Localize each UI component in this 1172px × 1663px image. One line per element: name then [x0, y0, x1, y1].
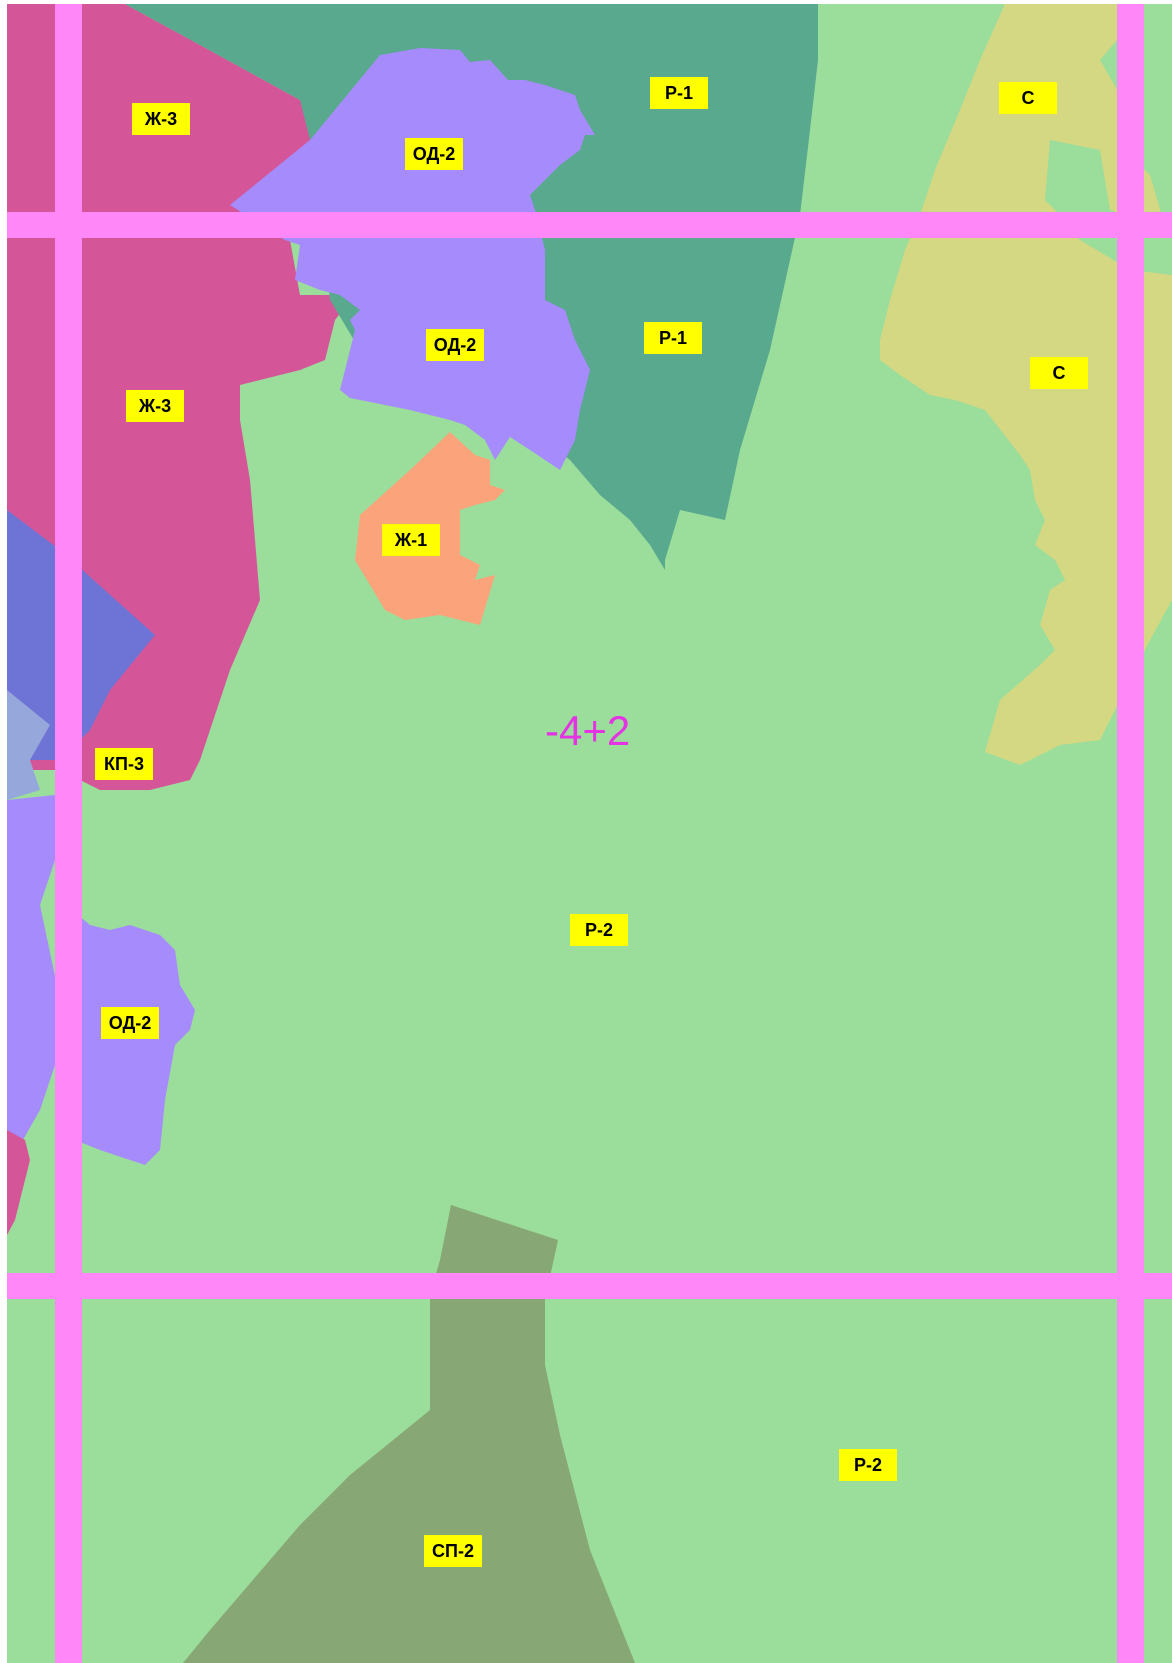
- zone-od2-area-top: [230, 48, 595, 470]
- zone-label-s-top: С: [999, 82, 1057, 114]
- zone-label-sp2: СП-2: [424, 1535, 482, 1567]
- zone-label-r2-center: Р-2: [570, 914, 628, 946]
- zone-label-zh3-middle: Ж-3: [126, 390, 184, 422]
- zone-label-od2-middle: ОД-2: [426, 329, 484, 361]
- zone-sp2-area: [183, 1205, 635, 1663]
- grid-line-horizontal-top: [7, 212, 1172, 238]
- zone-label-r2-bottom: Р-2: [839, 1449, 897, 1481]
- zone-label-zh3-top: Ж-3: [132, 103, 190, 135]
- zone-label-r1-middle: Р-1: [644, 322, 702, 354]
- grid-line-horizontal-bottom: [7, 1273, 1172, 1299]
- sheet-number: -4+2: [545, 707, 631, 754]
- zone-label-od2-bottom: ОД-2: [101, 1007, 159, 1039]
- zone-label-od2-top: ОД-2: [405, 138, 463, 170]
- grid-line-vertical-left: [55, 4, 82, 1663]
- grid-line-vertical-right: [1117, 4, 1144, 1663]
- zone-label-r1-top: Р-1: [650, 77, 708, 109]
- zone-label-zh1: Ж-1: [382, 524, 440, 556]
- zone-zh3-area-lower-left: [7, 1130, 30, 1235]
- zone-lightblue-area: [7, 690, 50, 800]
- zone-od2-area-left-strip: [7, 795, 60, 1150]
- zone-label-s-middle: С: [1030, 357, 1088, 389]
- zone-label-kp3: КП-3: [95, 748, 153, 780]
